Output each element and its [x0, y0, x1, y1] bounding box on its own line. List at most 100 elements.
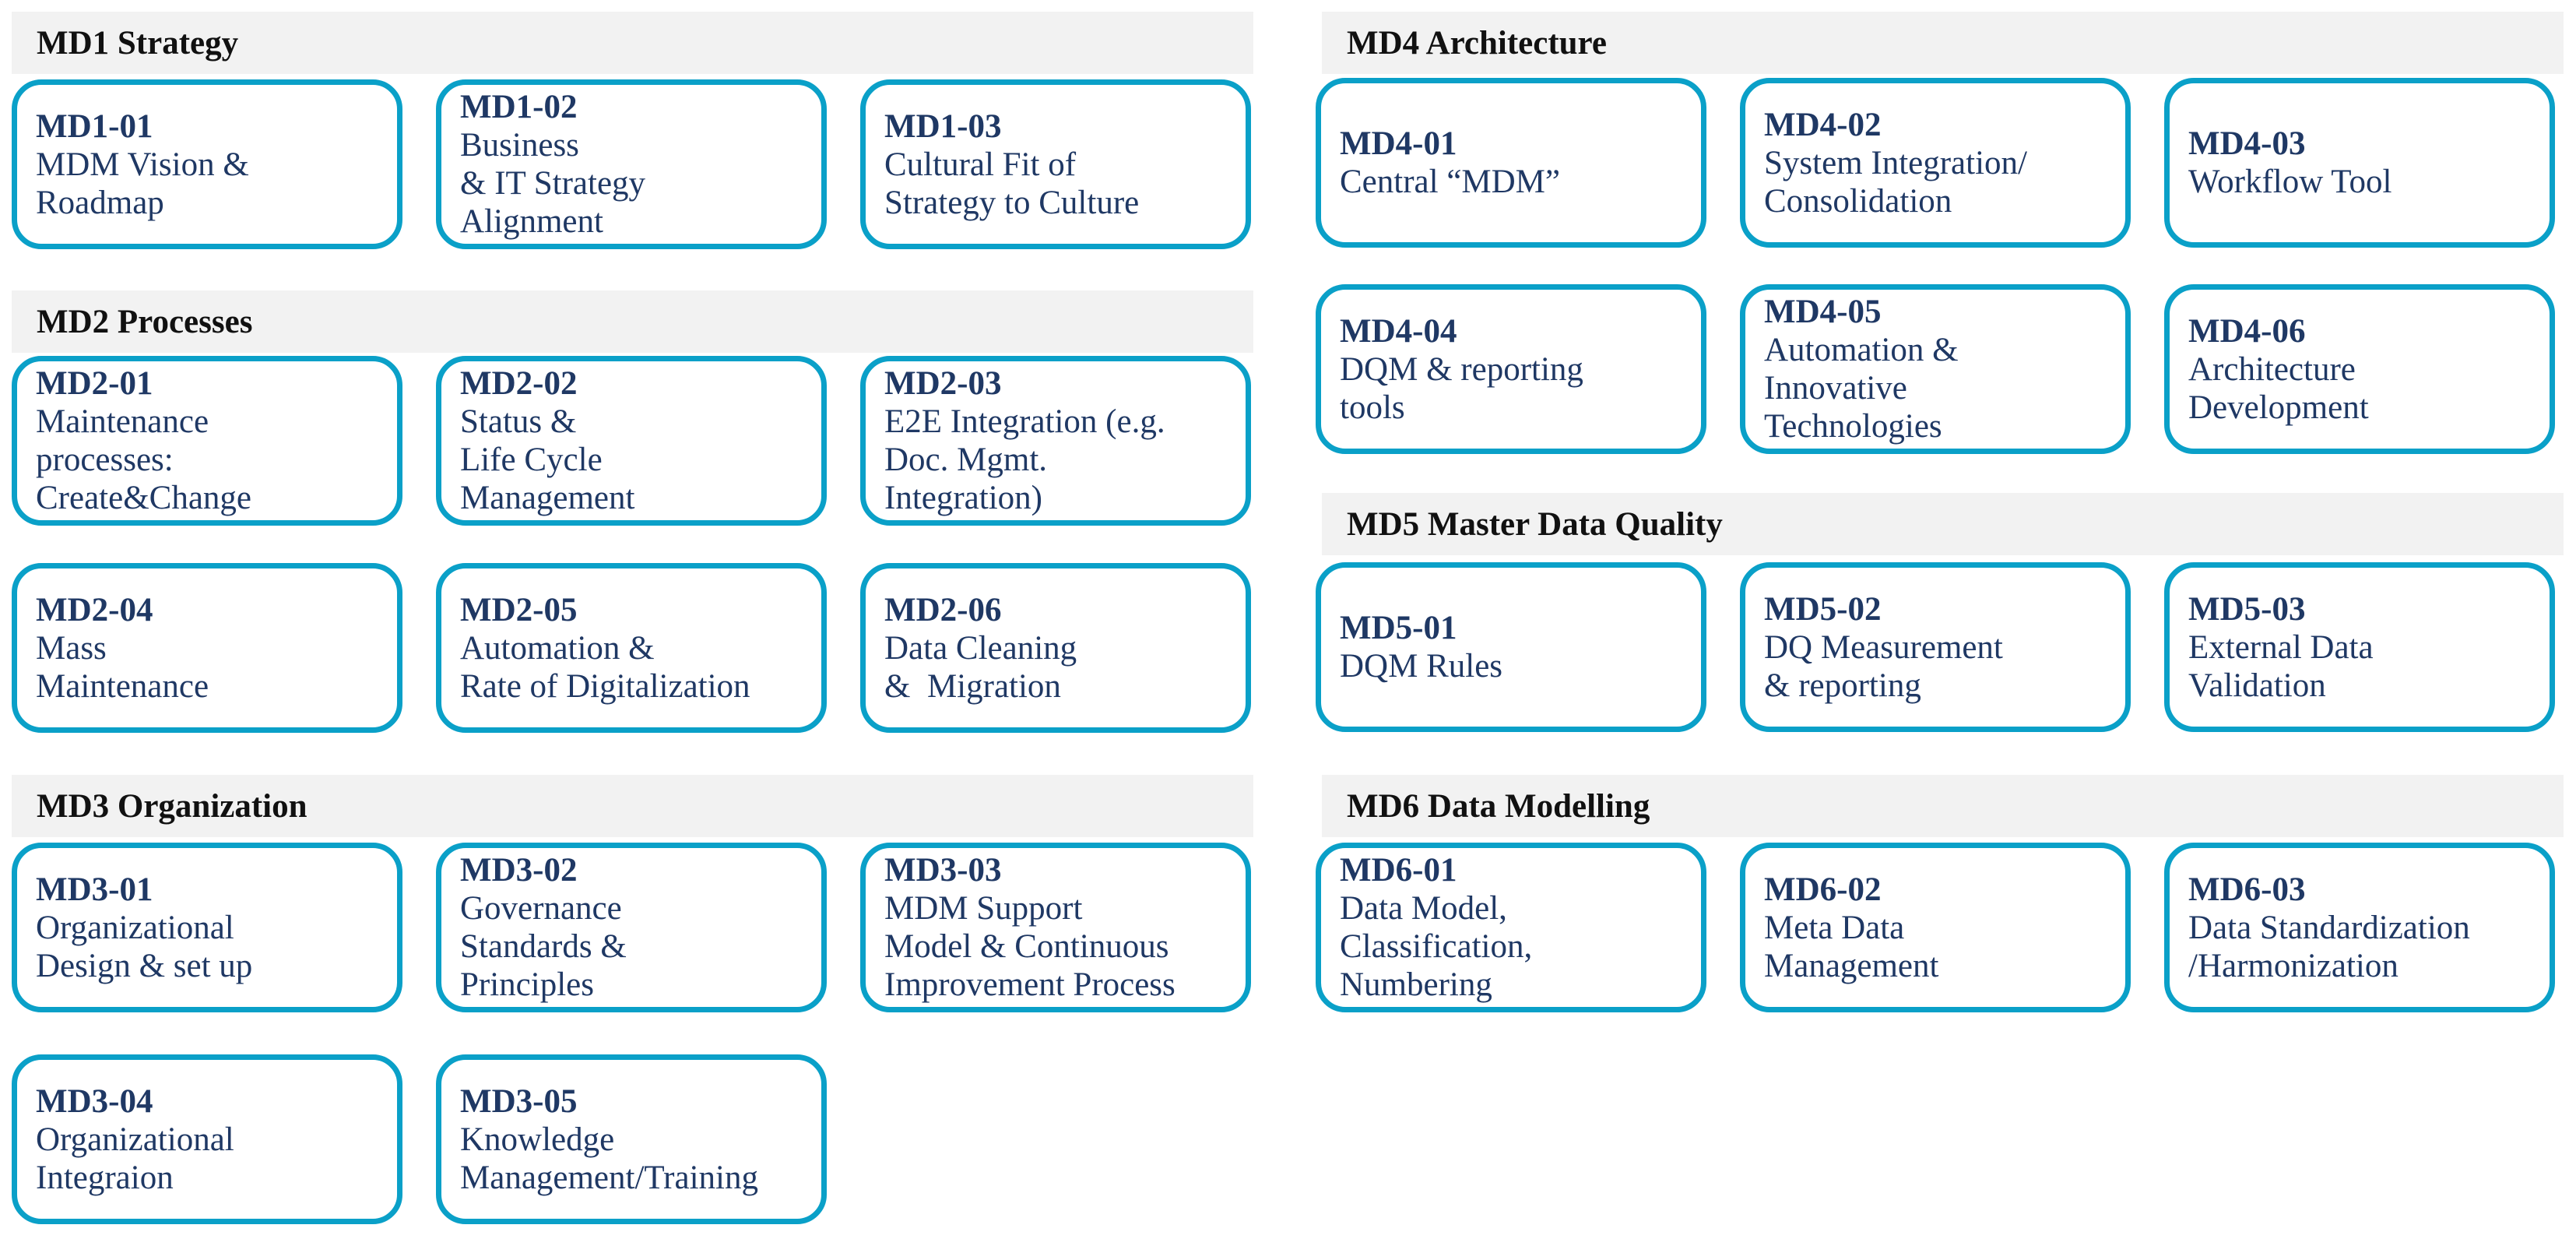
- card-id: MD1-01: [36, 107, 153, 145]
- card-label-line: Management: [1764, 947, 1939, 984]
- card-label-line: Innovative: [1764, 370, 1907, 407]
- card-id: MD2-04: [36, 591, 153, 628]
- card-label-line: & Migration: [884, 667, 1061, 705]
- card-label-line: Integration): [884, 480, 1042, 516]
- card-label-line: Management: [460, 480, 635, 516]
- card-label-line: Strategy to Culture: [884, 184, 1140, 221]
- card-label-line: Alignment: [460, 203, 603, 240]
- card-label-line: & reporting: [1764, 667, 1921, 704]
- card-id: MD2-06: [884, 591, 1002, 628]
- card-id: MD6-03: [2188, 871, 2306, 908]
- card-id: MD1-02: [460, 89, 578, 125]
- card-label-line: Standards &: [460, 928, 627, 965]
- card-label-line: Workflow Tool: [2188, 164, 2392, 200]
- card-label-line: Organizational: [36, 909, 234, 946]
- card-id: MD5-02: [1764, 590, 1882, 628]
- card-label-line: Data Model,: [1340, 890, 1507, 927]
- card-id: MD3-02: [460, 852, 578, 889]
- card-label-line: tools: [1340, 389, 1405, 426]
- card-label-line: Data Cleaning: [884, 629, 1077, 667]
- card-label-line: Numbering: [1340, 966, 1492, 1003]
- card-label-line: Maintenance: [36, 403, 209, 440]
- card-id: MD4-06: [2188, 312, 2306, 350]
- card-label-line: Mass: [36, 629, 107, 667]
- card-label-line: Life Cycle: [460, 442, 603, 478]
- section-header-md1: MD1 Strategy: [12, 12, 1253, 74]
- card-label-line: Organizational: [36, 1121, 234, 1158]
- card-label-line: Integraion: [36, 1159, 174, 1196]
- card-id: MD2-03: [884, 365, 1002, 402]
- card-label-line: Status &: [460, 403, 577, 440]
- card-id: MD5-03: [2188, 590, 2306, 628]
- card-label-line: DQM & reporting: [1340, 350, 1583, 388]
- card-id: MD2-05: [460, 591, 578, 628]
- card-label-line: Business: [460, 127, 579, 164]
- card-label-line: Automation &: [460, 629, 655, 667]
- card-id: MD4-03: [2188, 125, 2306, 162]
- card-label-line: Meta Data: [1764, 909, 1905, 946]
- card-label-line: Create&Change: [36, 480, 252, 516]
- card-id: MD3-04: [36, 1082, 153, 1120]
- card-label-line: processes:: [36, 442, 174, 478]
- card-label-line: Architecture: [2188, 350, 2356, 388]
- card-label-line: Roadmap: [36, 184, 164, 221]
- section-header-md5: MD5 Master Data Quality: [1322, 493, 2564, 555]
- card-label-line: Development: [2188, 389, 2369, 426]
- card-label-line: External Data: [2188, 628, 2374, 666]
- card-id: MD6-02: [1764, 871, 1882, 908]
- card-label-line: /Harmonization: [2188, 947, 2399, 984]
- card-id: MD4-04: [1340, 312, 1457, 350]
- card-id: MD3-05: [460, 1082, 578, 1120]
- card-label-line: Cultural Fit of: [884, 146, 1077, 183]
- section-header-md4: MD4 Architecture: [1322, 12, 2564, 74]
- card-id: MD4-05: [1764, 294, 1882, 330]
- card-label-line: Classification,: [1340, 928, 1533, 965]
- card-label-line: Doc. Mgmt.: [884, 442, 1048, 478]
- card-id: MD4-02: [1764, 106, 1882, 143]
- card-id: MD1-03: [884, 107, 1002, 145]
- card-label-line: MDM Support: [884, 890, 1083, 927]
- card-label-line: Data Standardization: [2188, 909, 2470, 946]
- card-label-line: Management/Training: [460, 1159, 758, 1196]
- card-label-line: DQ Measurement: [1764, 628, 2003, 666]
- card-label-line: DQM Rules: [1340, 648, 1503, 685]
- card-label-line: Technologies: [1764, 408, 1942, 445]
- section-header-md2: MD2 Processes: [12, 290, 1253, 353]
- card-label-line: Rate of Digitalization: [460, 667, 750, 705]
- card-id: MD2-02: [460, 365, 578, 402]
- card-id: MD3-01: [36, 871, 153, 908]
- card-label-line: Knowledge: [460, 1121, 615, 1158]
- card-label-line: Automation &: [1764, 332, 1959, 368]
- section-header-md3: MD3 Organization: [12, 775, 1253, 837]
- card-label-line: Validation: [2188, 667, 2326, 704]
- card-label-line: Improvement Process: [884, 966, 1176, 1003]
- card-id: MD5-01: [1340, 610, 1457, 646]
- card-label-line: System Integration/: [1764, 144, 2027, 181]
- card-label-line: E2E Integration (e.g.: [884, 403, 1165, 440]
- section-header-md6: MD6 Data Modelling: [1322, 775, 2564, 837]
- card-id: MD4-01: [1340, 125, 1457, 162]
